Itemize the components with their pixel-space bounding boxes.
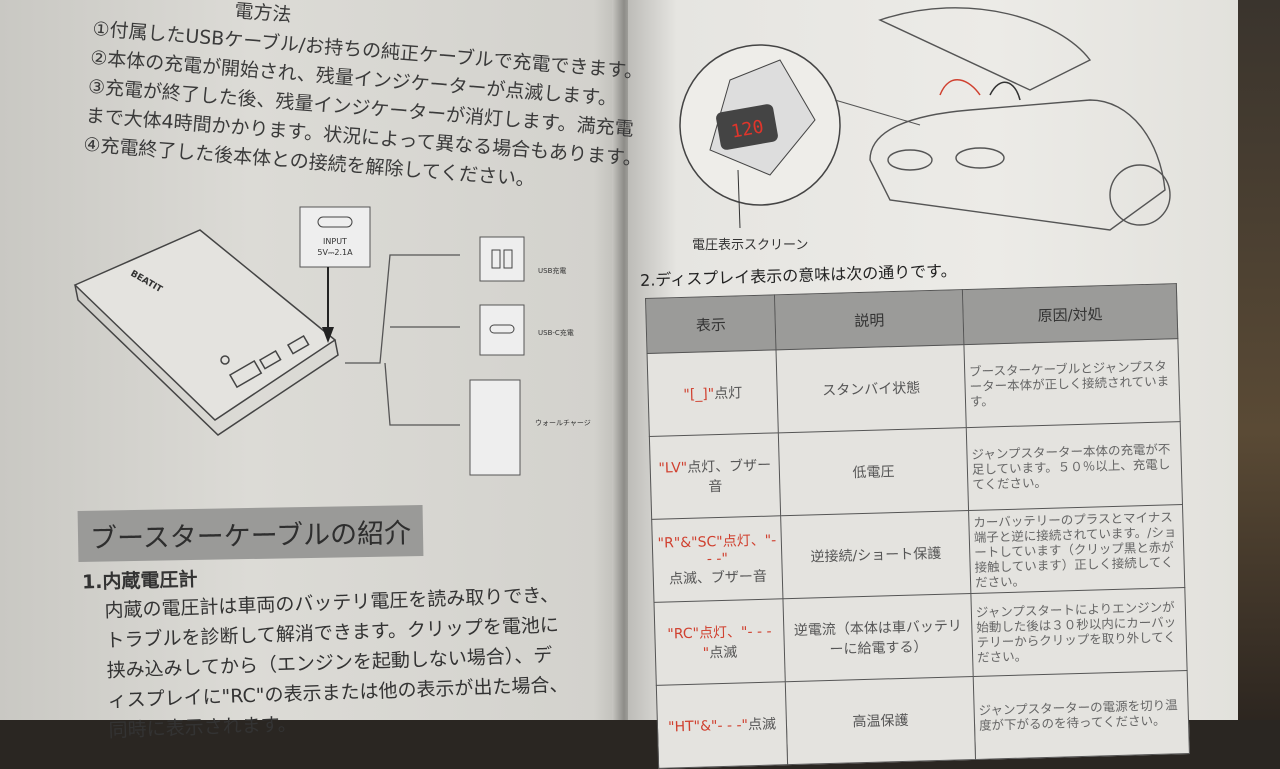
red-cable — [939, 79, 981, 96]
car-icon — [869, 7, 1171, 231]
display-code-suffix: 点灯 — [713, 385, 743, 403]
display-code: "[_]" — [683, 386, 715, 403]
usbc-port-icon — [317, 216, 353, 228]
usbc-outlet-icon — [479, 304, 525, 356]
voltmeter-paragraph: 内蔵の電圧計は車両のバッテリ電圧を読み取りでき、 トラブルを診断して解消できます… — [104, 578, 629, 746]
background-surface — [1238, 0, 1280, 720]
display-code-suffix: 点灯、ブザー音 — [686, 457, 772, 496]
left-page — [0, 0, 625, 720]
input-spec: 5V⎓2.1A — [317, 248, 353, 257]
display-screen — [716, 104, 778, 150]
zoom-pointer — [834, 99, 921, 126]
display-code: "LV" — [658, 459, 688, 477]
header-display: 表示 — [645, 294, 777, 354]
display-meaning-table: 表示 説明 原因/対処 "[_]"点灯 スタンバイ状態 ブースターケーブルとジャ… — [645, 283, 1190, 769]
black-cable — [989, 81, 1021, 101]
section-heading: ブースターケーブルの紹介 — [77, 504, 424, 563]
input-port-box — [299, 206, 371, 268]
screen-caption: 電圧表示スクリーン — [692, 238, 809, 253]
cables — [345, 254, 460, 426]
row-action: ブースターケーブルとジャンプスターター本体が正しく接続されています。 — [963, 338, 1181, 428]
arrow-head-icon — [322, 327, 334, 343]
charging-diagram: BEATIT INPUT 5V⎓2.1A USB充電 USB-C充電 ウォールチ… — [73, 206, 591, 476]
usb-charge-label: USB充電 — [538, 266, 566, 275]
table-row: "RC"点灯、"- - -"点滅 逆電流（本体は車バッテリーに給電する） ジャン… — [654, 587, 1188, 686]
display-code: "R"&"SC"点灯、"- - -" — [657, 532, 777, 568]
input-label: INPUT — [323, 237, 347, 246]
car-jump-illustration: 120 — [679, 7, 1171, 231]
header-description: 説明 — [774, 289, 964, 350]
display-cell: "LV"点灯、ブザー音 — [649, 432, 781, 520]
usbc-charge-label: USB-C充電 — [538, 328, 574, 337]
subheading: 1.内蔵電圧計 — [81, 568, 198, 594]
row-action: ジャンプスターター本体の充電が不足しています。５０％以上、充電してください。 — [966, 421, 1183, 511]
header-cause: 原因/対処 — [962, 283, 1178, 345]
display-code-suffix: 点滅 — [747, 716, 777, 734]
display-cell: "HT"&"- - -"点滅 — [656, 681, 788, 769]
display-code-suffix: 点滅、ブザー音 — [668, 568, 768, 588]
power-bank-icon — [73, 229, 339, 436]
row-description: 低電圧 — [778, 427, 969, 516]
table-row: "R"&"SC"点灯、"- - -"点滅、ブザー音 逆接続/ショート保護 カーバ… — [651, 504, 1185, 603]
row-action: ジャンプスタートによりエンジンが始動した後は３０秒以内にカーバッテリーからクリッ… — [970, 587, 1188, 677]
table-row: "[_]"点灯 スタンバイ状態 ブースターケーブルとジャンプスターター本体が正し… — [647, 338, 1181, 437]
display-cell: "R"&"SC"点灯、"- - -"点滅、ブザー音 — [651, 515, 784, 603]
row-action: ジャンプスターターの電源を切り温度が下がるのを待ってください。 — [973, 670, 1190, 760]
row-description: 逆接続/ショート保護 — [780, 510, 971, 599]
display-cell: "RC"点灯、"- - -"点滅 — [654, 598, 786, 686]
row-action: カーバッテリーのプラスとマイナス端子と逆に接続されています。/ショートしています… — [968, 504, 1185, 594]
display-cell: "[_]"点灯 — [647, 349, 779, 437]
display-code-suffix: 点滅 — [709, 644, 738, 662]
wall-charge-label: ウォールチャージ — [535, 419, 591, 427]
usb-outlet-icon — [479, 236, 525, 282]
row-description: 逆電流（本体は車バッテリーに給電する） — [783, 593, 974, 682]
table-row: "LV"点灯、ブザー音 低電圧 ジャンプスターター本体の充電が不足しています。５… — [649, 421, 1183, 520]
caption-pointer — [737, 169, 741, 229]
row-description: 高温保護 — [785, 676, 976, 765]
row-description: スタンバイ状態 — [776, 344, 967, 433]
display-code: "HT"&"- - -" — [667, 717, 749, 736]
table-row: "HT"&"- - -"点滅 高温保護 ジャンプスターターの電源を切り温度が下が… — [656, 670, 1190, 769]
wall-outlet-icon — [469, 379, 521, 476]
